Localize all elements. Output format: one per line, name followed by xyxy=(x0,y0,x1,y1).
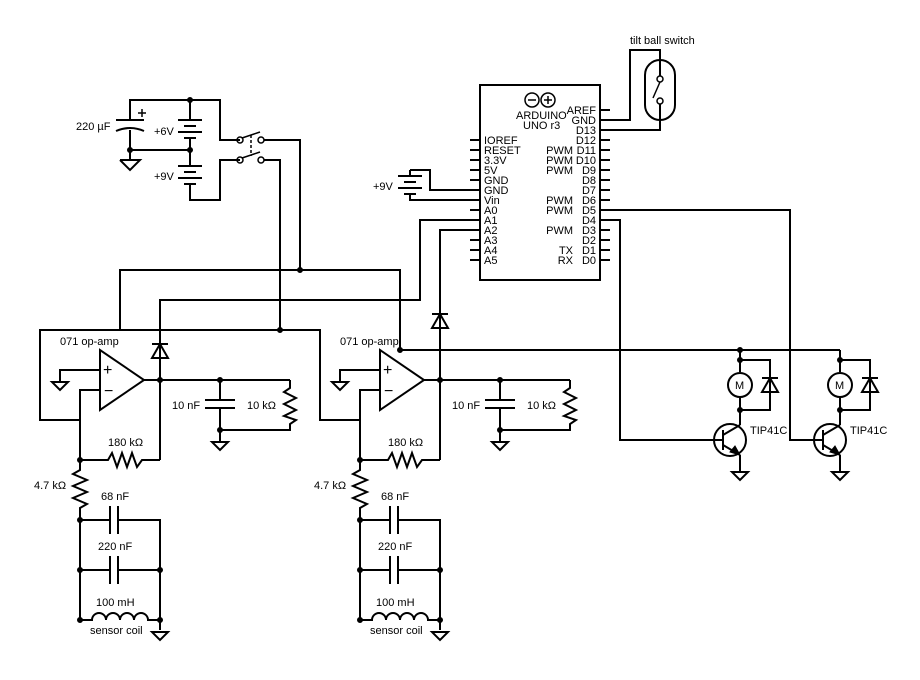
motor-1-label: M xyxy=(735,380,744,392)
transistor-2-label: TIP41C xyxy=(850,425,887,437)
res-10k-2-label: 10 kΩ xyxy=(527,400,556,412)
motor-drivers: M TIP41C M xyxy=(397,347,887,482)
stage-1-rail xyxy=(40,270,280,331)
arduino-left-pin-label: GND xyxy=(484,175,509,187)
arduino-left-pin-label: A1 xyxy=(484,215,497,227)
arduino-left-pin-label: GND xyxy=(484,185,509,197)
cap-220uf-label: 220 µF xyxy=(76,121,111,133)
tilt-switch-label: tilt ball switch xyxy=(630,35,695,47)
arduino-right-pin-label: D0 xyxy=(582,255,596,267)
arduino-left-pin-label: 5V xyxy=(484,165,498,177)
arduino-left-pin-label: A5 xyxy=(484,255,497,267)
arduino-right-pin-label: D9 xyxy=(582,165,596,177)
batt-6v-label: +6V xyxy=(154,126,175,138)
detector-stage-2: 071 op-amp + − 10 nF 10 kΩ 180 kΩ 4.7 kΩ… xyxy=(300,269,579,642)
arduino-wiring xyxy=(159,209,815,441)
arduino-right-pin-label: D5 xyxy=(582,205,596,217)
arduino-right-pin-label: D8 xyxy=(582,175,596,187)
arduino-right-pin-prefix: RX xyxy=(558,255,574,267)
arduino-right-pin-label: D1 xyxy=(582,245,596,257)
res-4k7-1-label: 4.7 kΩ xyxy=(34,480,66,492)
arduino-right-pin-label: D11 xyxy=(577,145,596,157)
cap-10nf-2-label: 10 nF xyxy=(452,400,480,412)
transistor-1-label: TIP41C xyxy=(750,425,787,437)
arduino-right-pin-prefix: PWM xyxy=(546,145,573,157)
cap-220nf-2-label: 220 nF xyxy=(378,541,413,553)
res-4k7-2-label: 4.7 kΩ xyxy=(314,480,346,492)
ind-100mh-2-label: 100 mH xyxy=(376,597,415,609)
arduino-right-pin-prefix: PWM xyxy=(546,155,573,167)
arduino-battery: +9V xyxy=(373,169,480,201)
coil-1-label: sensor coil xyxy=(90,625,143,637)
arduino-right-pin-label: D13 xyxy=(576,125,596,137)
res-180k-1-label: 180 kΩ xyxy=(108,437,143,449)
opamp-1-minus: − xyxy=(104,383,113,400)
motor-2: M xyxy=(827,350,880,425)
arduino-left-pin-label: 3.3V xyxy=(484,155,507,167)
coil-2-label: sensor coil xyxy=(370,625,423,637)
ind-100mh-1-label: 100 mH xyxy=(96,597,135,609)
arduino-left-pin-label: RESET xyxy=(484,145,521,157)
arduino-right-pin-prefix: PWM xyxy=(546,225,573,237)
transistor-1: TIP41C xyxy=(713,423,787,482)
arduino-right-pin-label: D2 xyxy=(582,235,596,247)
arduino-name-1: ARDUINO xyxy=(516,110,567,122)
arduino-right-pin-label: D12 xyxy=(576,135,596,147)
arduino-right-pin-label: AREF xyxy=(567,105,597,117)
arduino-left-pin-label: A2 xyxy=(484,225,497,237)
arduino-right-pin-label: D6 xyxy=(582,195,596,207)
arduino-right-pin-label: D10 xyxy=(576,155,596,167)
detector-stage-1: 071 op-amp + − 10 nF 10 kΩ 180 kΩ 4.7 kΩ xyxy=(34,267,303,642)
arduino-right-pin-label: GND xyxy=(572,115,597,127)
arduino-left-pin-label: A3 xyxy=(484,235,497,247)
motor-2-label: M xyxy=(835,380,844,392)
res-180k-2-label: 180 kΩ xyxy=(388,437,423,449)
opamp-2-plus: + xyxy=(383,362,392,379)
arduino-right-pin-prefix: TX xyxy=(559,245,574,257)
cap-10nf-1-label: 10 nF xyxy=(172,400,200,412)
motor-1: M xyxy=(727,350,780,425)
arduino-right-pin-prefix: PWM xyxy=(546,195,573,207)
power-supply-section: 220 µF +6V +9V xyxy=(76,97,301,330)
transistor-2: TIP41C xyxy=(813,423,887,482)
arduino-left-pin-label: A4 xyxy=(484,245,497,257)
res-10k-1-label: 10 kΩ xyxy=(247,400,276,412)
arduino-left-pin-label: A0 xyxy=(484,205,497,217)
arduino-left-pin-label: IOREF xyxy=(484,135,518,147)
arduino-right-pin-label: D3 xyxy=(582,225,596,237)
batt-9v-arduino-label: +9V xyxy=(373,181,394,193)
arduino-right-pin-prefix: PWM xyxy=(546,205,573,217)
opamp-2-minus: − xyxy=(384,383,393,400)
cap-68nf-2-label: 68 nF xyxy=(381,491,409,503)
tilt-ball-switch: tilt ball switch xyxy=(600,35,695,131)
opamp-2-label: 071 op-amp xyxy=(340,336,399,348)
opamp-1-label: 071 op-amp xyxy=(60,336,119,348)
arduino-board: ARDUINO UNO r3 IOREFRESET3.3V5VGNDGNDVin… xyxy=(470,84,610,281)
arduino-logo xyxy=(524,92,556,108)
opamp-1-plus: + xyxy=(103,362,112,379)
arduino-right-pin-label: D7 xyxy=(582,185,596,197)
cap-68nf-1-label: 68 nF xyxy=(101,491,129,503)
arduino-right-pin-label: D4 xyxy=(582,215,596,227)
cap-220nf-1-label: 220 nF xyxy=(98,541,133,553)
arduino-name-2: UNO r3 xyxy=(523,120,560,132)
batt-9v-left-label: +9V xyxy=(154,171,175,183)
arduino-right-pin-prefix: PWM xyxy=(546,165,573,177)
arduino-left-pin-label: Vin xyxy=(484,195,500,207)
